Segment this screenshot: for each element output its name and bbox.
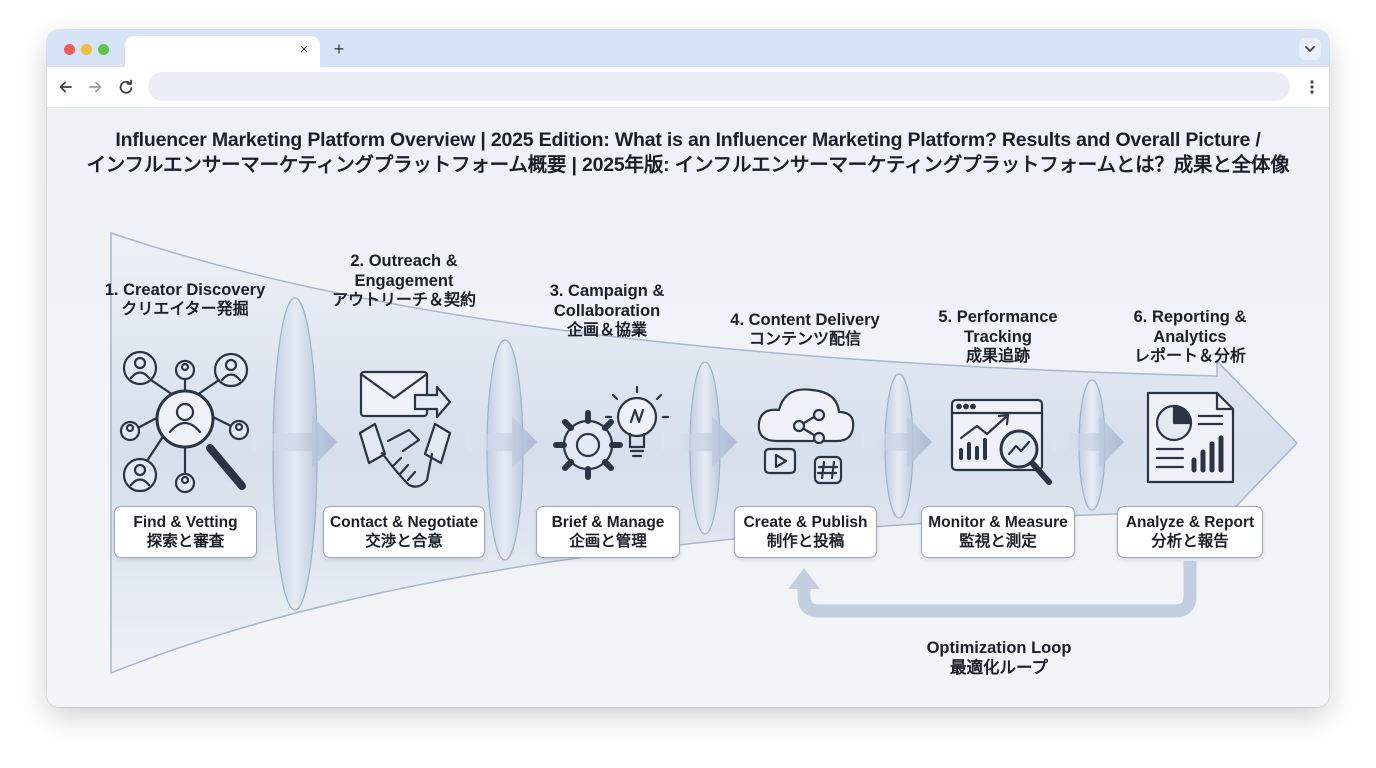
funnel-diagram <box>110 231 1299 675</box>
step-4-card-jp: 制作と投稿 <box>766 533 845 550</box>
transition-arrow-1 <box>252 416 337 468</box>
step-4-title-en: 4. Content Delivery <box>730 311 880 329</box>
cloud-share-media-icon <box>757 388 855 485</box>
step-1-title-en: 1. Creator Discovery <box>104 281 266 299</box>
arrow-right-icon <box>89 81 102 93</box>
optimization-loop-arrowhead <box>788 568 820 589</box>
arrow-left-icon <box>59 81 72 93</box>
step-4-card[interactable]: Create & Publish 制作と投稿 <box>734 506 877 558</box>
step-4-title-jp: コンテンツ配信 <box>748 331 861 348</box>
transition-arrow-2 <box>467 416 537 468</box>
step-2-title: 2. Outreach & Engagement アウトリーチ＆契約 <box>332 251 476 311</box>
address-bar[interactable] <box>148 72 1290 101</box>
step-5-title-en-line1: 5. Performance <box>938 308 1058 326</box>
step-5-card-jp: 監視と測定 <box>959 533 1037 550</box>
step-2-card[interactable]: Contact & Negotiate 交渉と合意 <box>323 506 485 558</box>
step-3-card-en: Brief & Manage <box>551 514 665 531</box>
forward-button[interactable] <box>84 76 106 98</box>
page-title-en: Influencer Marketing Platform Overview |… <box>115 129 1261 151</box>
step-6-title-en-line2: Analytics <box>1153 328 1227 346</box>
optimization-loop-label: Optimization Loop 最適化ループ <box>927 638 1072 678</box>
step-5-title: 5. Performance Tracking 成果追跡 <box>938 307 1057 367</box>
step-3-card-jp: 企画と管理 <box>569 533 647 550</box>
optimization-loop-label-en: Optimization Loop <box>926 639 1072 657</box>
step-5-card[interactable]: Monitor & Measure 監視と測定 <box>921 506 1075 558</box>
report-document-icon <box>1146 391 1235 484</box>
step-2-card-jp: 交渉と合意 <box>365 533 443 550</box>
tab-strip: × + <box>47 30 1329 67</box>
funnel-ring-1 <box>272 297 318 611</box>
browser-window: × + <box>47 30 1329 707</box>
back-button[interactable] <box>55 76 77 98</box>
step-6-title-jp: レポート＆分析 <box>1133 348 1247 365</box>
maximize-window-button[interactable] <box>98 44 109 55</box>
tab-search-button[interactable] <box>1299 38 1321 60</box>
tab-close-icon[interactable]: × <box>299 41 309 58</box>
step-1-title-jp: クリエイター発掘 <box>121 301 249 318</box>
step-3-title: 3. Campaign & Collaboration 企画＆協業 <box>550 281 665 341</box>
transition-arrow-4 <box>862 416 932 468</box>
step-3-title-en-line1: 3. Campaign & <box>549 282 665 300</box>
step-6-title-en-line1: 6. Reporting & <box>1133 308 1247 326</box>
step-4-card-en: Create & Publish <box>743 514 868 531</box>
dashboard-magnifier-icon <box>950 398 1052 485</box>
step-5-title-jp: 成果追跡 <box>965 348 1031 365</box>
step-1-card[interactable]: Find & Vetting 探索と審査 <box>114 506 257 558</box>
more-vertical-icon <box>1310 80 1314 94</box>
transition-arrow-3 <box>662 416 737 468</box>
transition-arrow-5 <box>1052 416 1124 468</box>
optimization-loop-label-jp: 最適化ループ <box>949 659 1048 677</box>
step-6-card[interactable]: Analyze & Report 分析と報告 <box>1117 506 1263 558</box>
new-tab-button[interactable]: + <box>333 39 345 59</box>
reload-button[interactable] <box>115 76 137 98</box>
creator-network-search-icon <box>119 350 250 494</box>
page-title-jp: インフルエンサーマーケティングプラットフォーム概要 | 2025年版: インフル… <box>86 154 1290 176</box>
step-6-title: 6. Reporting & Analytics レポート＆分析 <box>1134 307 1247 367</box>
step-2-title-jp: アウトリーチ＆契約 <box>331 292 477 309</box>
step-1-card-en: Find & Vetting <box>133 514 238 531</box>
gear-lightbulb-icon <box>553 385 670 480</box>
step-3-card[interactable]: Brief & Manage 企画と管理 <box>536 506 680 558</box>
step-2-card-en: Contact & Negotiate <box>329 514 479 531</box>
close-window-button[interactable] <box>64 44 75 55</box>
step-5-card-en: Monitor & Measure <box>928 514 1068 531</box>
active-tab[interactable]: × <box>125 36 320 67</box>
envelope-handshake-icon <box>358 370 452 488</box>
chevron-down-icon <box>1305 46 1315 52</box>
reload-icon <box>119 79 133 94</box>
browser-menu-button[interactable] <box>1307 76 1317 98</box>
browser-toolbar <box>47 67 1329 108</box>
step-1-title: 1. Creator Discovery クリエイター発掘 <box>105 280 266 320</box>
step-6-card-en: Analyze & Report <box>1125 514 1255 531</box>
step-6-card-jp: 分析と報告 <box>1151 533 1229 550</box>
minimize-window-button[interactable] <box>81 44 92 55</box>
step-4-title: 4. Content Delivery コンテンツ配信 <box>730 310 879 350</box>
step-5-title-en-line2: Tracking <box>964 328 1032 346</box>
step-1-card-jp: 探索と審査 <box>146 533 225 550</box>
step-2-title-en-line2: Engagement <box>354 272 454 290</box>
step-3-title-jp: 企画＆協業 <box>566 322 648 339</box>
page-content: Influencer Marketing Platform Overview |… <box>47 108 1329 707</box>
optimization-loop-arrow <box>797 561 1197 618</box>
step-3-title-en-line2: Collaboration <box>553 302 661 320</box>
page-title: Influencer Marketing Platform Overview |… <box>47 128 1329 178</box>
step-2-title-en-line1: 2. Outreach & <box>350 252 458 270</box>
